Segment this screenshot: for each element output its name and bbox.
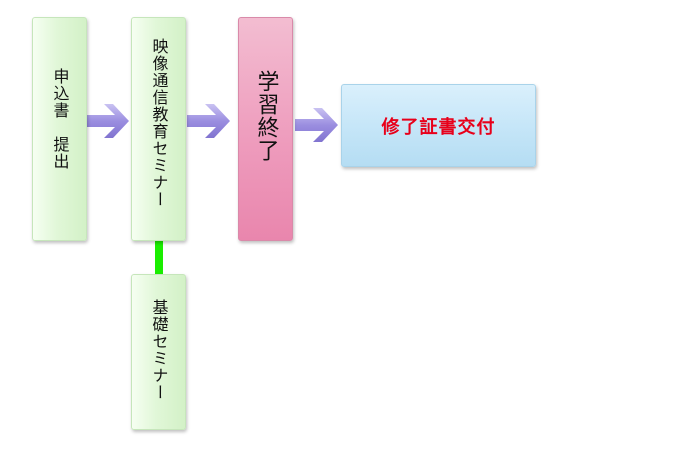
flow-arrow-1 bbox=[86, 104, 129, 138]
step-video-seminar-label: 映像通信教育セミナー bbox=[149, 38, 169, 208]
flow-arrow-2 bbox=[187, 104, 230, 138]
step-completion-label: 学習終了 bbox=[253, 70, 279, 162]
step-video-seminar-box: 映像通信教育セミナー bbox=[131, 17, 186, 241]
seminar-connector-line bbox=[155, 240, 163, 274]
step-application-box: 申込書 提出 bbox=[32, 17, 87, 241]
step-application-label: 申込書 提出 bbox=[50, 68, 70, 170]
step-basic-seminar-label: 基礎セミナー bbox=[149, 299, 169, 401]
step-certificate-box: 修了証書交付 bbox=[341, 84, 536, 167]
step-completion-box: 学習終了 bbox=[238, 17, 293, 241]
flow-arrow-3 bbox=[295, 108, 338, 142]
step-certificate-label: 修了証書交付 bbox=[381, 116, 496, 138]
step-basic-seminar-box: 基礎セミナー bbox=[131, 274, 186, 430]
